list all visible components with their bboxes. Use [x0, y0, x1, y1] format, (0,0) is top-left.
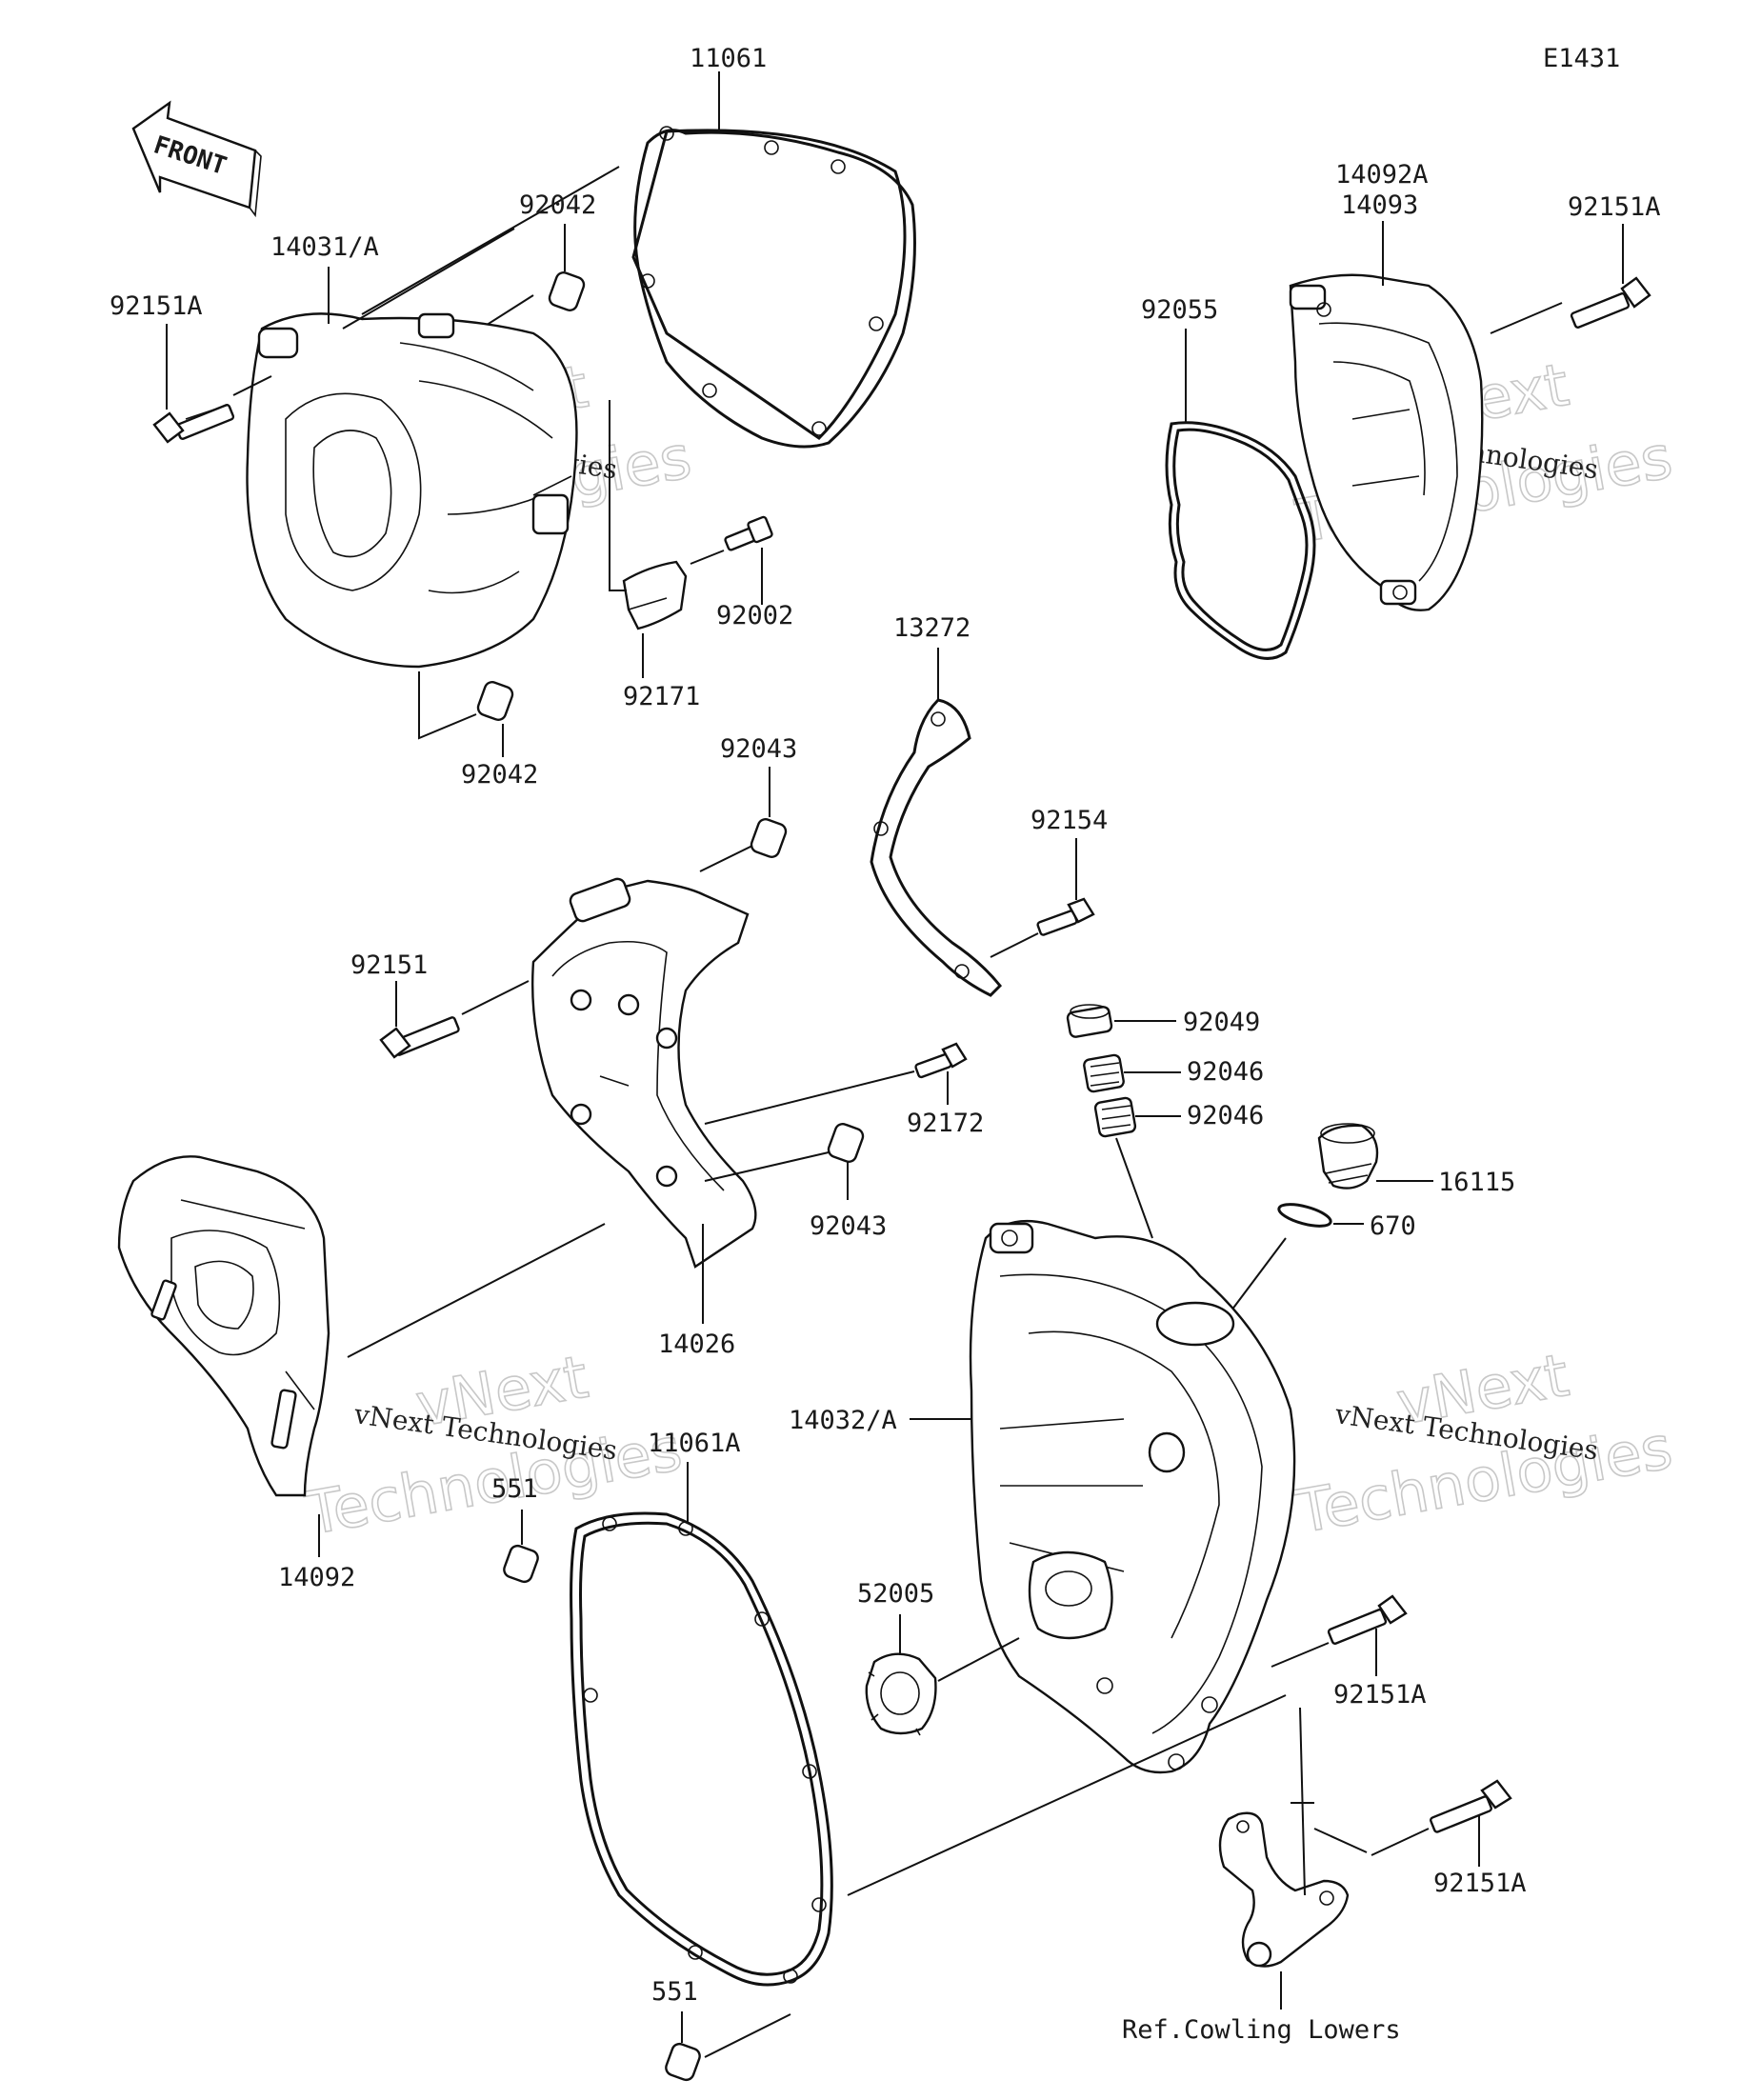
clamp-92171: [622, 560, 688, 630]
ref-note: Ref.Cowling Lowers: [1122, 2015, 1401, 2045]
callout-92151A-tr: 92151A: [1568, 192, 1661, 222]
bolt-92151A-tl: [152, 404, 235, 444]
gasket-11061: [631, 126, 916, 449]
callout-14026: 14026: [658, 1330, 735, 1359]
callout-551-top: 551: [491, 1474, 538, 1504]
cover-14092: [117, 1155, 330, 1497]
callout-92151A-mr: 92151A: [1333, 1680, 1427, 1710]
callout-11061: 11061: [690, 44, 767, 73]
front-arrow-icon: FRONT: [131, 100, 262, 218]
callout-92002: 92002: [716, 601, 793, 630]
gasket-11061A: [570, 1511, 833, 1987]
callout-14092A: 14092A: [1335, 160, 1429, 190]
callout-14092: 14092: [278, 1563, 355, 1592]
bolt-92151: [379, 1016, 460, 1059]
callout-52005: 52005: [857, 1579, 934, 1609]
callout-14093: 14093: [1341, 190, 1418, 220]
callout-92043-top: 92043: [720, 734, 797, 764]
callout-92151: 92151: [350, 950, 428, 980]
callout-670: 670: [1370, 1211, 1416, 1241]
callout-11061A: 11061A: [648, 1429, 741, 1458]
oring-670: [1277, 1203, 1332, 1228]
callout-92042-bot: 92042: [461, 760, 538, 790]
dowel-92043-top: [750, 818, 788, 858]
callout-92151A-br: 92151A: [1433, 1869, 1527, 1898]
callout-92046-a: 92046: [1187, 1057, 1264, 1087]
callout-92043-bot: 92043: [810, 1211, 887, 1241]
clutch-cover-14032: [969, 1220, 1296, 1774]
callout-92046-b: 92046: [1187, 1101, 1264, 1130]
bearing-92049: [1066, 1004, 1113, 1038]
gasket-13272: [870, 698, 1003, 997]
callout-14031: 14031/A: [270, 232, 379, 262]
bolt-92151A-tr: [1570, 276, 1651, 329]
bearing-92046-b: [1093, 1096, 1137, 1138]
callout-92055: 92055: [1141, 295, 1218, 325]
dowel-92043-bot: [827, 1123, 865, 1163]
generator-cover-14031: [246, 312, 578, 669]
callout-13272: 13272: [893, 613, 971, 643]
bolt-92151A-mr: [1327, 1594, 1408, 1645]
dowel-92042-bot: [476, 681, 514, 721]
seal-52005: [865, 1652, 937, 1736]
oring-92055: [1165, 421, 1316, 660]
bracket-cowling: [1218, 1811, 1350, 1968]
bolt-92002: [724, 515, 773, 551]
watermark: vNext Technologies vNext Technologies: [299, 1341, 687, 1550]
callout-14032: 14032/A: [789, 1406, 897, 1435]
plug-16115: [1317, 1123, 1379, 1190]
bolt-92151A-br: [1430, 1779, 1512, 1833]
callout-92172: 92172: [907, 1109, 984, 1138]
cover-14092A: [1289, 273, 1484, 611]
callout-92154: 92154: [1031, 806, 1108, 835]
callout-16115: 16115: [1438, 1168, 1515, 1197]
dowel-551-bot: [665, 2042, 701, 2082]
inner-cover-14026: [530, 877, 757, 1269]
callout-92171: 92171: [623, 682, 700, 711]
watermark: vNext Technologies vNext Technologies: [1290, 1339, 1677, 1548]
callout-92151A-tl: 92151A: [110, 291, 203, 321]
callout-92042-top: 92042: [519, 190, 596, 220]
callout-551-bot: 551: [651, 1977, 698, 2007]
dowel-551-top: [503, 1544, 539, 1584]
diagram-code: E1431: [1543, 44, 1620, 73]
callout-92049: 92049: [1183, 1008, 1260, 1037]
bolt-92154: [1036, 897, 1095, 936]
bolt-92172: [914, 1042, 968, 1079]
bearing-92046-a: [1083, 1053, 1125, 1093]
dowel-92042-top: [548, 271, 586, 311]
